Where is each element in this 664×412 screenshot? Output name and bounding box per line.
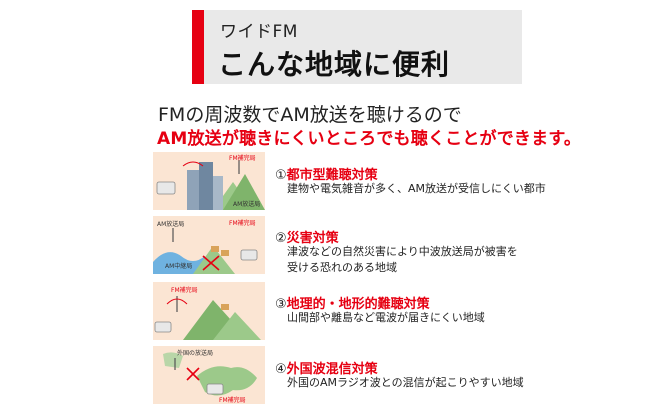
header-panel: ワイドFM こんな地域に便利 — [192, 10, 522, 84]
item-4-title: ④外国波混信対策 — [275, 362, 378, 377]
item-1-title: ①都市型難聴対策 — [275, 168, 378, 183]
page-title: こんな地域に便利 — [218, 48, 451, 81]
illustration-label: FM補完局 — [229, 154, 256, 162]
disaster-illustration: AM放送局 FM補完局 AM中継局 — [153, 216, 265, 274]
item-3-description: 山間部や離島など電波が届きにくい地域 — [287, 311, 485, 324]
item-1-description: 建物や電気雑音が多く、AM放送が受信しにくい都市 — [287, 182, 546, 195]
intro-line-2: AM放送が聴きにくいところでも聴くことができます。 — [157, 129, 582, 149]
illustration-label: FM補完局 — [171, 286, 198, 294]
illustration-label: FM補完局 — [219, 396, 246, 404]
illustration-label: AM放送局 — [233, 200, 260, 208]
urban-illustration: FM補完局 AM放送局 — [153, 152, 265, 210]
item-3-title: ③地理的・地形的難聴対策 — [275, 297, 430, 312]
illustration-label: AM中継局 — [165, 262, 192, 270]
illustration-label: 外国の放送局 — [177, 349, 213, 357]
accent-bar — [192, 10, 204, 84]
intro-line-1: FMの周波数でAM放送を聴けるので — [158, 104, 462, 126]
item-4-description: 外国のAMラジオ波との混信が起こりやすい地域 — [287, 376, 524, 389]
header-subtitle: ワイドFM — [220, 22, 298, 42]
terrain-illustration: FM補完局 — [153, 282, 265, 340]
item-2-description: 津波などの自然災害により中波放送局が被害を受ける恐れのある地域 — [287, 245, 518, 274]
illustration-label: FM補完局 — [229, 219, 256, 227]
item-2-title: ②災害対策 — [275, 231, 339, 246]
illustration-label: AM放送局 — [157, 220, 184, 228]
foreign-interference-illustration: 外国の放送局 FM補完局 — [153, 346, 265, 404]
